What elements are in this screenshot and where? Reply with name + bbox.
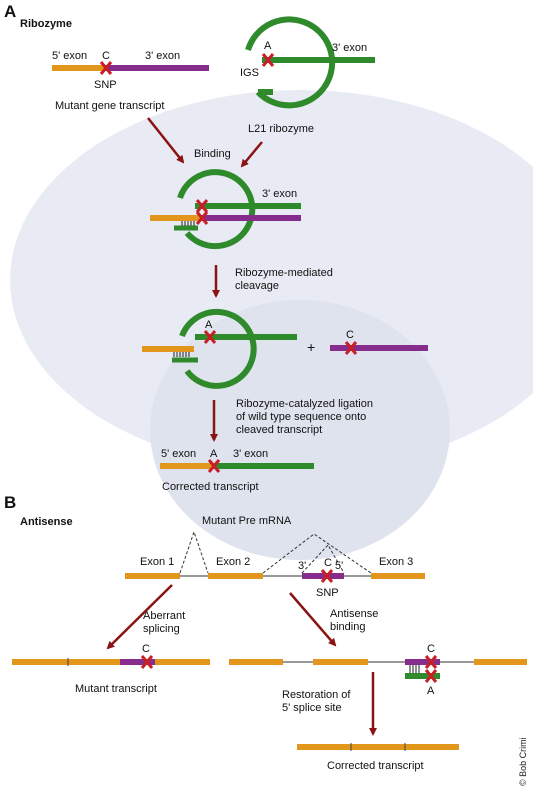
label-igs: IGS [240, 67, 259, 79]
bound-ribozyme-loop [177, 169, 256, 250]
arrow-aberrant-splicing [106, 584, 173, 650]
label-restoration-2: 5' splice site [282, 702, 342, 714]
label-3-prime: 3' [298, 560, 306, 572]
label-3-exon-final: 3' exon [233, 448, 268, 460]
mutant-transcript-mark-icon [140, 655, 154, 669]
antisense-base-pair-ticks [409, 665, 420, 673]
label-exon-1: Exon 1 [140, 556, 174, 568]
label-snp-b: SNP [316, 587, 339, 599]
credit-text: © Bob Crimi [518, 737, 528, 786]
label-antisense-2: binding [330, 621, 365, 633]
label-cleavage-1: Ribozyme-mediated [235, 267, 333, 279]
bound-a-mark-icon [195, 199, 209, 213]
cleaved-ribozyme-loop [179, 308, 257, 389]
label-exon-3: Exon 3 [379, 556, 413, 568]
label-mutant-transcript: Mutant transcript [75, 683, 157, 695]
antisense-c-mark-icon [424, 655, 438, 669]
label-a-ribozyme: A [264, 40, 272, 52]
label-3-exon-top: 3' exon [145, 50, 180, 62]
panel-b-letter: B [4, 493, 16, 512]
label-a-final: A [210, 448, 218, 460]
label-mutant-gene-transcript: Mutant gene transcript [55, 100, 164, 112]
label-ligation-3: cleaved transcript [236, 424, 322, 436]
label-c-snp: C [324, 557, 332, 569]
panel-b-title: Antisense [20, 516, 73, 528]
background-bubble-inner [150, 300, 450, 560]
label-plus: + [307, 339, 315, 355]
label-c-bound: C [427, 643, 435, 655]
l21-ribozyme-loop [245, 16, 336, 109]
panel-a-title: Ribozyme [20, 18, 72, 30]
label-exon-2: Exon 2 [216, 556, 250, 568]
ribozyme-a-mark-icon [261, 53, 275, 67]
arrow-transcript-to-complex [147, 117, 185, 164]
label-3-exon-bound: 3' exon [262, 188, 297, 200]
arrow-ribozyme-to-complex [240, 141, 263, 168]
label-c-top: C [102, 50, 110, 62]
splice-dashed-lines [179, 530, 372, 574]
snp-mark-icon [99, 61, 113, 75]
label-l21-ribozyme: L21 ribozyme [248, 123, 314, 135]
label-restoration-1: Restoration of [282, 689, 351, 701]
label-ligation-2: of wild type sequence onto [236, 411, 366, 423]
panel-a-letter: A [4, 2, 16, 21]
corrected-a-mark-icon [207, 459, 221, 473]
label-antisense-1: Antisense [330, 608, 378, 620]
label-c-cleaved: C [346, 329, 354, 341]
label-mutant-pre-mrna: Mutant Pre mRNA [202, 515, 292, 527]
label-c-mutant: C [142, 643, 150, 655]
pre-mrna-snp-mark-icon [320, 569, 334, 583]
label-binding: Binding [194, 148, 231, 160]
label-aberrant-1: Aberrant [143, 610, 185, 622]
label-5-exon: 5' exon [52, 50, 87, 62]
label-3-exon-ribozyme: 3' exon [332, 42, 367, 54]
label-a-bound: A [427, 685, 435, 697]
bound-c-mark-icon [195, 211, 209, 225]
label-aberrant-2: splicing [143, 623, 180, 635]
released-c-mark-icon [344, 341, 358, 355]
label-ligation-1: Ribozyme-catalyzed ligation [236, 398, 373, 410]
label-corrected-transcript-b: Corrected transcript [327, 760, 424, 772]
antisense-a-mark-icon [424, 669, 438, 683]
arrow-antisense-binding [289, 592, 337, 647]
label-cleavage-2: cleavage [235, 280, 279, 292]
cleaved-a-mark-icon [203, 330, 217, 344]
label-a-cleaved: A [205, 319, 213, 331]
label-snp: SNP [94, 79, 117, 91]
label-5-prime: 5' [335, 560, 343, 572]
cleaved-base-pair-ticks [173, 352, 190, 357]
label-corrected-transcript-a: Corrected transcript [162, 481, 259, 493]
base-pair-ticks [181, 221, 195, 226]
label-5-exon-final: 5' exon [161, 448, 196, 460]
